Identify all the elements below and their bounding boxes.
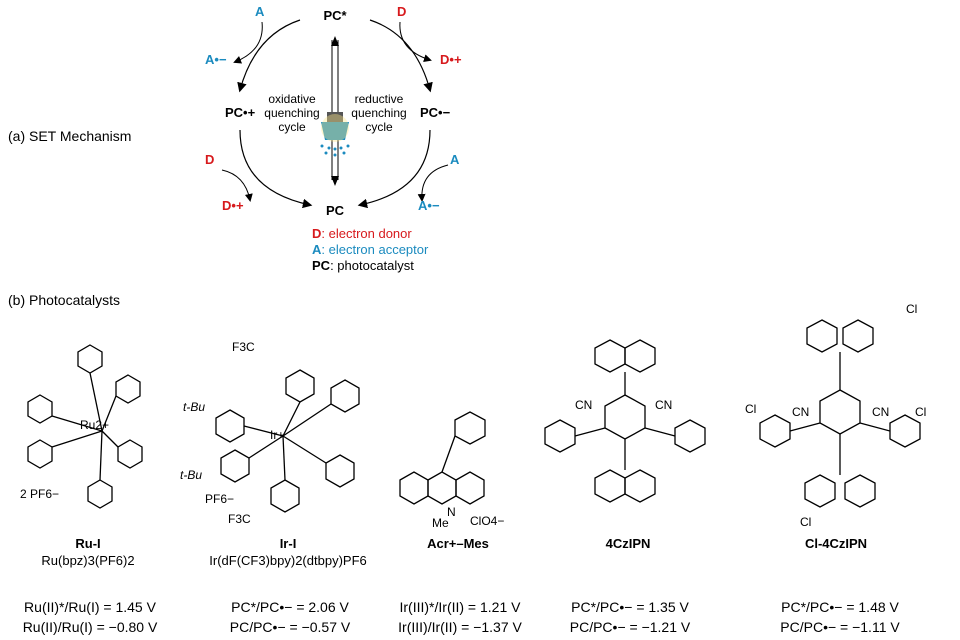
arrow-pcred-to-pc xyxy=(357,129,431,209)
ir-tbu-bottom-label: t-Bu xyxy=(180,468,203,482)
acceptor-in-label: A xyxy=(255,4,265,19)
ir-cf3-top-label: F3C xyxy=(232,340,255,354)
section-a-label: (a) SET Mechanism xyxy=(8,128,132,144)
arrow-pcox-to-pc xyxy=(239,129,313,209)
acceptor-out-label: A•− xyxy=(205,52,227,67)
4czipn-cn-right: CN xyxy=(655,398,673,412)
pc-excited-label: PC* xyxy=(323,8,347,23)
acceptor-out-label-2: A•− xyxy=(418,198,440,213)
catalyst-name-cl4czipn: Cl-4CzIPN xyxy=(804,536,868,551)
cl-label-1: Cl xyxy=(745,402,757,416)
donor-in-label: D xyxy=(397,4,407,19)
cl-4czipn-structure xyxy=(759,319,921,508)
arrow-pcstar-to-pcox xyxy=(237,19,301,93)
ir-tbu-top-label: t-Bu xyxy=(183,400,206,414)
ir-counterion-label: PF6− xyxy=(205,492,235,506)
pc-reduced-label: PC•− xyxy=(420,105,451,120)
ru-i-structure xyxy=(27,344,143,509)
ru-counterion-label: 2 PF6− xyxy=(20,487,60,501)
acr-methyl-label: Me xyxy=(432,516,449,530)
ir-center-label: Ir+ xyxy=(270,428,285,442)
acr-nitrogen-label: N xyxy=(447,505,456,519)
cl-label-2: Cl xyxy=(906,302,918,316)
catalyst-name-4czipn: 4CzIPN xyxy=(605,536,651,551)
donor-out-label-2: D•+ xyxy=(222,198,244,213)
catalyst-name-ir: Ir-I xyxy=(279,536,297,551)
catalyst-formula-ru: Ru(bpz)3(PF6)2 xyxy=(41,553,135,568)
catalyst-name-ru: Ru-I xyxy=(75,536,101,551)
ru-center-label: Ru2+ xyxy=(80,418,110,432)
acr-mes-structure xyxy=(399,411,486,505)
cl-label-3: Cl xyxy=(915,405,927,419)
arrow-pcstar-to-pcred xyxy=(369,19,433,93)
4czipn-structure xyxy=(544,339,706,503)
4czipn-cn-left: CN xyxy=(575,398,593,412)
catalyst-formula-ir: Ir(dF(CF3)bpy)2(dtbpy)PF6 xyxy=(209,553,367,568)
cl-label-4: Cl xyxy=(800,515,812,529)
donor-in-label-2: D xyxy=(205,152,215,167)
lamp-icon xyxy=(320,112,350,157)
pc-oxidized-label: PC•+ xyxy=(225,105,256,120)
acceptor-in-label-2: A xyxy=(450,152,460,167)
section-b-label: (b) Photocatalysts xyxy=(8,292,121,308)
cl4czipn-cn-right: CN xyxy=(872,405,890,419)
donor-out-label: D•+ xyxy=(440,52,462,67)
acr-counterion-label: ClO4− xyxy=(470,514,505,528)
ir-cf3-bottom-label: F3C xyxy=(228,512,251,526)
legend: D: electron donor A: electron acceptor P… xyxy=(312,226,429,273)
pc-ground-label: PC xyxy=(325,203,345,218)
catalyst-name-acr: Acr+–Mes xyxy=(427,536,489,551)
cl4czipn-cn-left: CN xyxy=(792,405,810,419)
ir-i-structure xyxy=(215,369,360,513)
